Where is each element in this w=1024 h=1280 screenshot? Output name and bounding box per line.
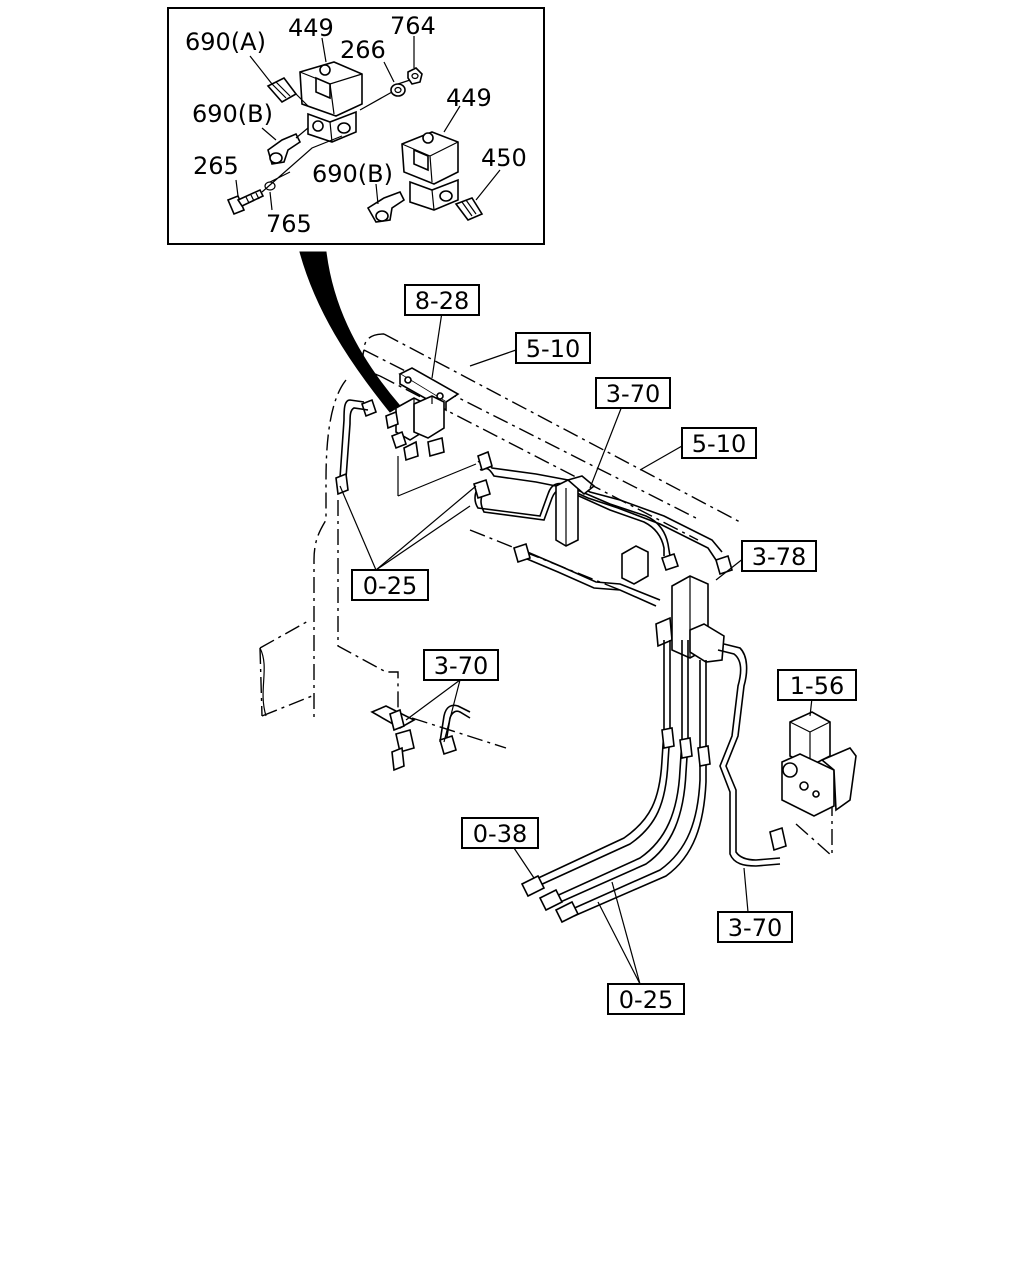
ref-0-25-bottom: 0-25 <box>607 983 685 1015</box>
ref-label: 8-28 <box>415 287 469 315</box>
ref-label: 3-78 <box>752 543 806 571</box>
ref-box <box>461 817 539 849</box>
ref-5-10-right: 5-10 <box>681 427 757 459</box>
ref-0-25-mid: 0-25 <box>351 569 429 601</box>
ref-box <box>741 540 817 572</box>
ref-box <box>777 669 857 701</box>
ref-box <box>404 284 480 316</box>
inset-detail: 690(A) 449 764 266 690(B) 449 265 690(B)… <box>167 7 545 245</box>
ref-label: 3-70 <box>728 914 782 942</box>
ref-label: 1-56 <box>790 672 844 700</box>
label-764: 764 <box>390 12 436 40</box>
washer-266 <box>390 83 406 97</box>
fitting-450 <box>454 197 484 221</box>
label-690a: 690(A) <box>185 28 266 56</box>
ref-box <box>717 911 793 943</box>
label-690b-top: 690(B) <box>192 100 273 128</box>
ref-label: 5-10 <box>692 430 746 458</box>
pipe-lines <box>335 399 787 924</box>
ref-box <box>681 427 757 459</box>
valve-449-left <box>299 61 363 143</box>
valve-bracket-assembly <box>361 367 460 462</box>
bolt-265 <box>226 188 265 216</box>
ref-label: 3-70 <box>606 380 660 408</box>
ref-3-70-bottom: 3-70 <box>717 911 793 943</box>
ref-label: 5-10 <box>526 335 580 363</box>
ref-8-28: 8-28 <box>404 284 480 316</box>
label-690b-bottom: 690(B) <box>312 160 393 188</box>
label-449-right: 449 <box>446 84 492 112</box>
label-765: 765 <box>266 210 312 238</box>
fitting-690b-top <box>267 132 302 165</box>
label-266: 266 <box>340 36 386 64</box>
label-449-top: 449 <box>288 14 334 42</box>
ref-3-78: 3-78 <box>741 540 817 572</box>
inset-assembly-lines <box>261 79 411 193</box>
ref-0-38: 0-38 <box>461 817 539 849</box>
ref-label: 3-70 <box>434 652 488 680</box>
label-265: 265 <box>193 152 239 180</box>
ref-3-70-top: 3-70 <box>595 377 671 409</box>
valve-449-right <box>401 131 459 211</box>
ref-1-56: 1-56 <box>777 669 857 701</box>
inset-leaders <box>235 36 501 211</box>
ref-5-10-top: 5-10 <box>515 332 591 364</box>
detail-callout-arrow <box>299 251 401 413</box>
fitting-690b-bottom <box>366 190 406 223</box>
nut-764 <box>407 67 423 85</box>
ref-3-70-mid: 3-70 <box>423 649 499 681</box>
label-450: 450 <box>481 144 527 172</box>
ref-box <box>423 649 499 681</box>
ref-box <box>515 332 591 364</box>
ref-label: 0-25 <box>619 986 673 1014</box>
chassis-outline <box>259 333 856 857</box>
ref-box <box>351 569 429 601</box>
leader-lines <box>339 311 813 985</box>
ref-box <box>607 983 685 1015</box>
ref-box <box>595 377 671 409</box>
ref-label: 0-25 <box>363 572 417 600</box>
ref-label: 0-38 <box>473 820 527 848</box>
valve-1-56 <box>781 711 857 817</box>
